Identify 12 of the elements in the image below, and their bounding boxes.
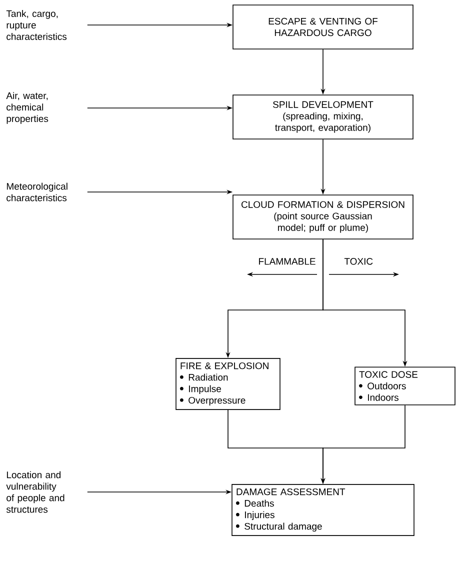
process-box: FIRE & EXPLOSION Radiation Impulse Overpressure <box>176 358 280 410</box>
input-label: Air, water, chemical properties <box>6 92 48 124</box>
edge-label: FLAMMABLE <box>259 258 316 265</box>
process-box: CLOUD FORMATION & DISPERSION (point source Gaussian model; puff or plume) <box>232 194 414 240</box>
process-box: DAMAGE ASSESSMENT Deaths Injuries Structural damage <box>232 484 414 536</box>
input-label: Tank, cargo, rupture characteristics <box>6 10 67 40</box>
process-box: TOXIC DOSE Outdoors Indoors <box>354 366 456 406</box>
input-label: Location and vulnerability of people and structures <box>6 471 64 513</box>
input-label: Meteorological characteristics <box>6 182 68 202</box>
edge-label: TOXIC <box>344 258 373 265</box>
process-box: ESCAPE & VENTING OF HAZARDOUS CARGO <box>232 4 414 50</box>
process-box: SPILL DEVELOPMENT (spreading, mixing, transport, evaporation) <box>232 94 414 140</box>
